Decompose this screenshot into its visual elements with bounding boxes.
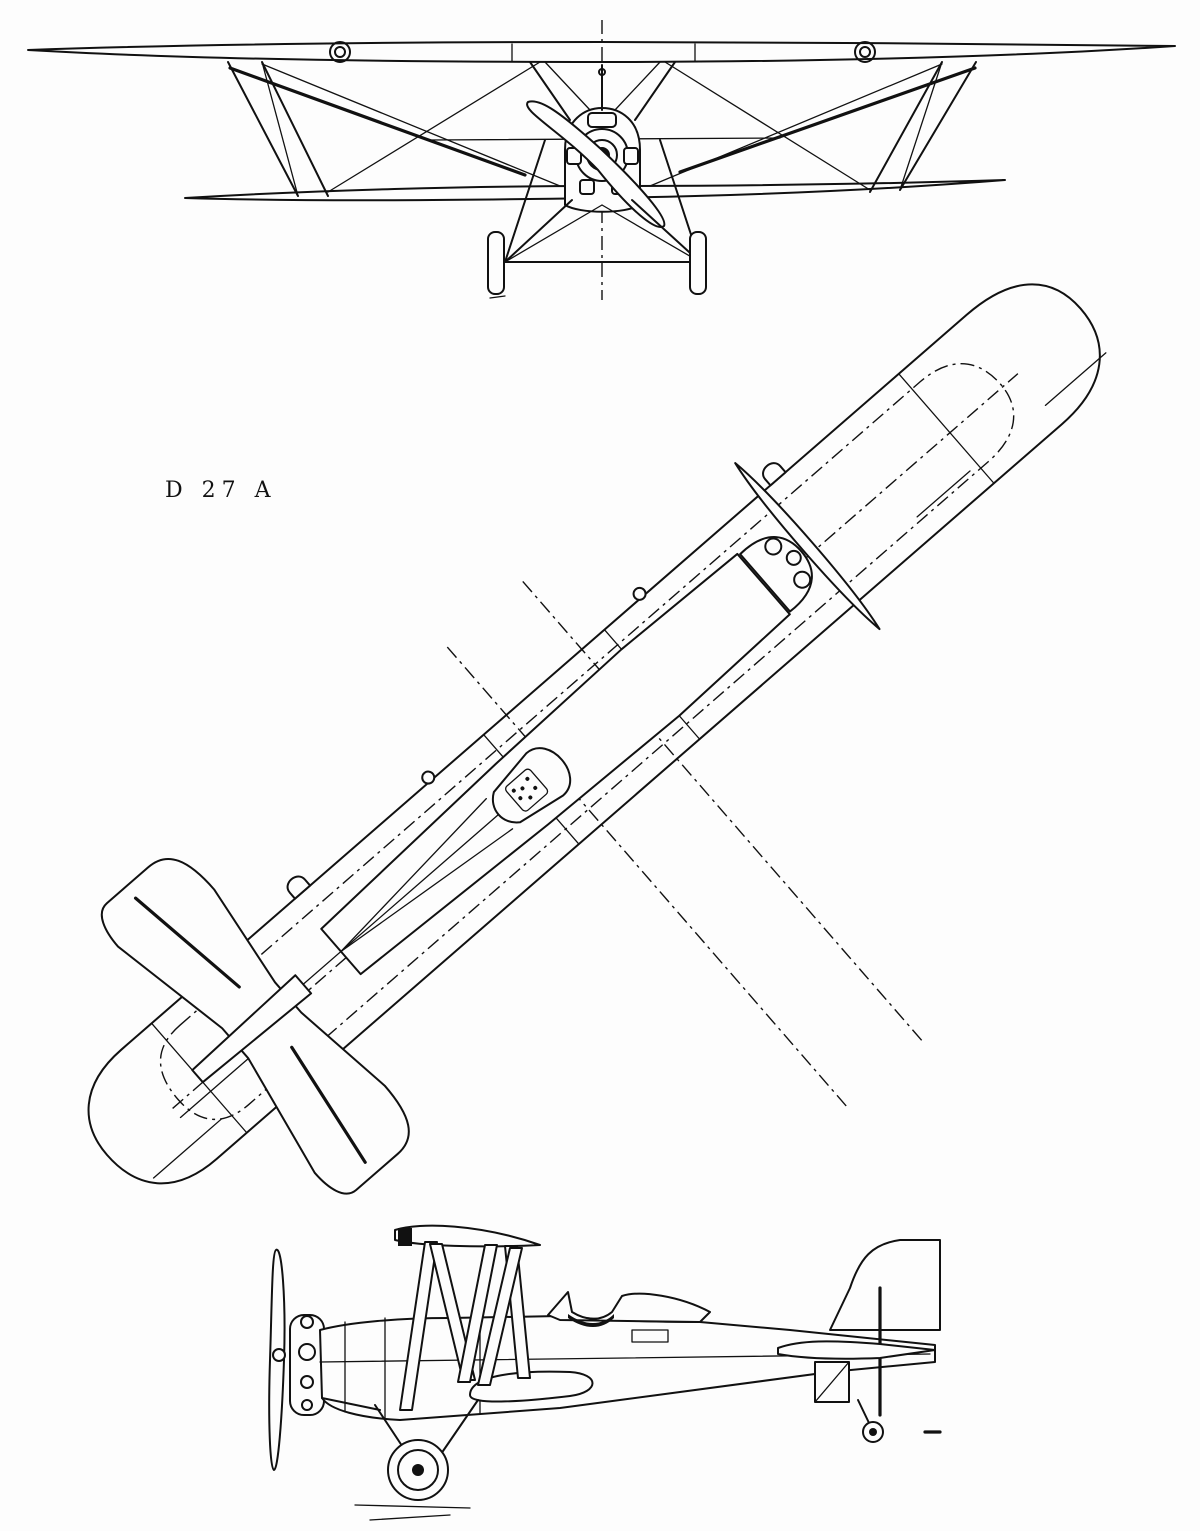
aircraft-designation: D 27 A (165, 478, 277, 503)
landing-gear (487, 139, 707, 299)
lower-wing-side (469, 1370, 594, 1403)
strut-fitting-right (854, 41, 876, 63)
propeller-top (734, 462, 881, 631)
wheel-left (487, 231, 505, 295)
tail-wheel (857, 1399, 884, 1443)
lower-wing-outline (159, 363, 1015, 1120)
engine-cylinders (289, 1314, 325, 1416)
top-view (87, 283, 1107, 1195)
main-landing-gear (321, 1397, 479, 1521)
rudder-top (191, 974, 313, 1084)
fuselage-side (319, 1315, 936, 1421)
horizontal-stabilizer-side (777, 1340, 936, 1360)
interplane-struts-side (399, 1241, 531, 1411)
wheel-right (689, 231, 707, 295)
cockpit (491, 747, 571, 824)
bracing-wires (228, 61, 977, 193)
vertical-fin (829, 1239, 941, 1331)
strut-fitting-left (329, 41, 351, 63)
propeller-side (268, 1248, 286, 1471)
propeller (526, 64, 666, 228)
engine (739, 536, 813, 613)
front-view (27, 20, 1176, 300)
cockpit-side (547, 1291, 711, 1323)
tail-access-panel (814, 1361, 850, 1403)
upper-wing-side (394, 1224, 541, 1248)
